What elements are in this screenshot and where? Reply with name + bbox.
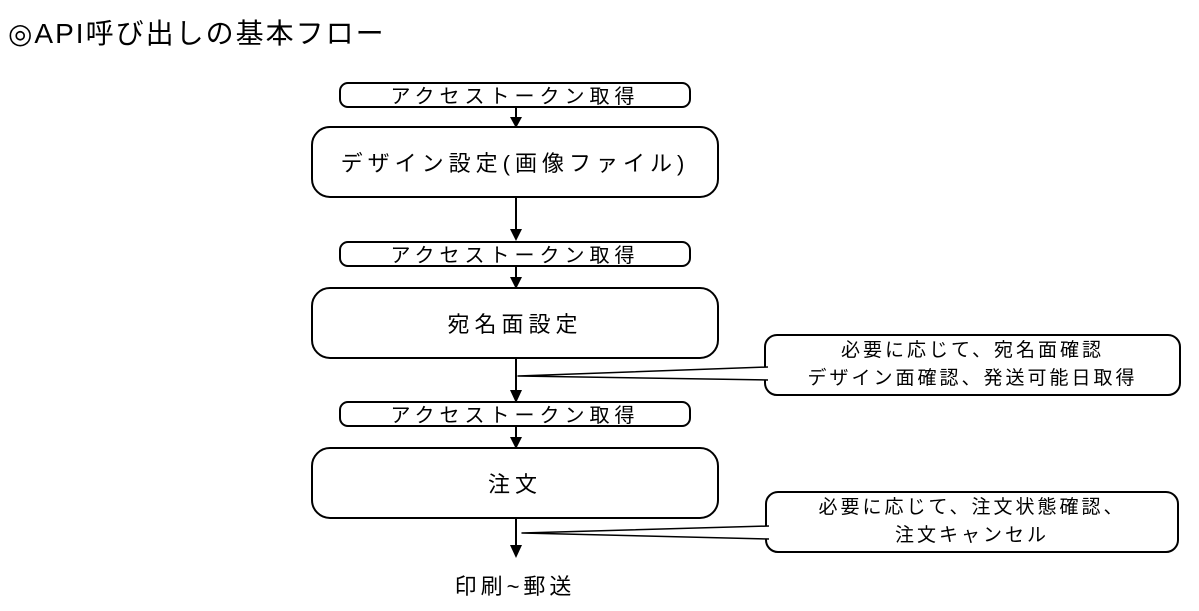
- node-address-setting-label: 宛名面設定: [447, 312, 583, 337]
- page-title: ◎API呼び出しの基本フロー: [8, 18, 386, 49]
- callout-order-status-text: 必要に応じて、注文状態確認、 注文キャンセル: [766, 492, 1178, 552]
- flow-arrow-1: [510, 107, 522, 128]
- node-print-mail-label: 印刷~郵送: [454, 574, 576, 599]
- node-order-label: 注文: [487, 472, 542, 497]
- flow-arrow-4: [510, 358, 522, 403]
- node-design-setting-label: デザイン設定(画像ファイル): [340, 151, 690, 176]
- node-access-token-1-label: アクセストークン取得: [390, 85, 640, 108]
- callout-order-status-line1: 必要に応じて、注文状態確認、: [818, 497, 1126, 518]
- flow-arrow-2: [510, 198, 522, 241]
- callout-address-check-pointer: [517, 366, 769, 381]
- flow-arrow-3: [510, 266, 522, 289]
- node-access-token-2-label: アクセストークン取得: [390, 244, 640, 267]
- callout-address-check-text: 必要に応じて、宛名面確認 デザイン面確認、発送可能日取得: [765, 335, 1180, 395]
- callout-address-check-line2: デザイン面確認、発送可能日取得: [807, 368, 1138, 389]
- flow-arrow-6: [510, 518, 522, 558]
- callout-order-status-line2: 注文キャンセル: [894, 525, 1049, 546]
- node-access-token-3-label: アクセストークン取得: [390, 404, 640, 427]
- callout-address-check-line1: 必要に応じて、宛名面確認: [840, 340, 1105, 361]
- flow-arrow-5: [510, 426, 522, 449]
- callout-order-status-pointer: [521, 525, 770, 540]
